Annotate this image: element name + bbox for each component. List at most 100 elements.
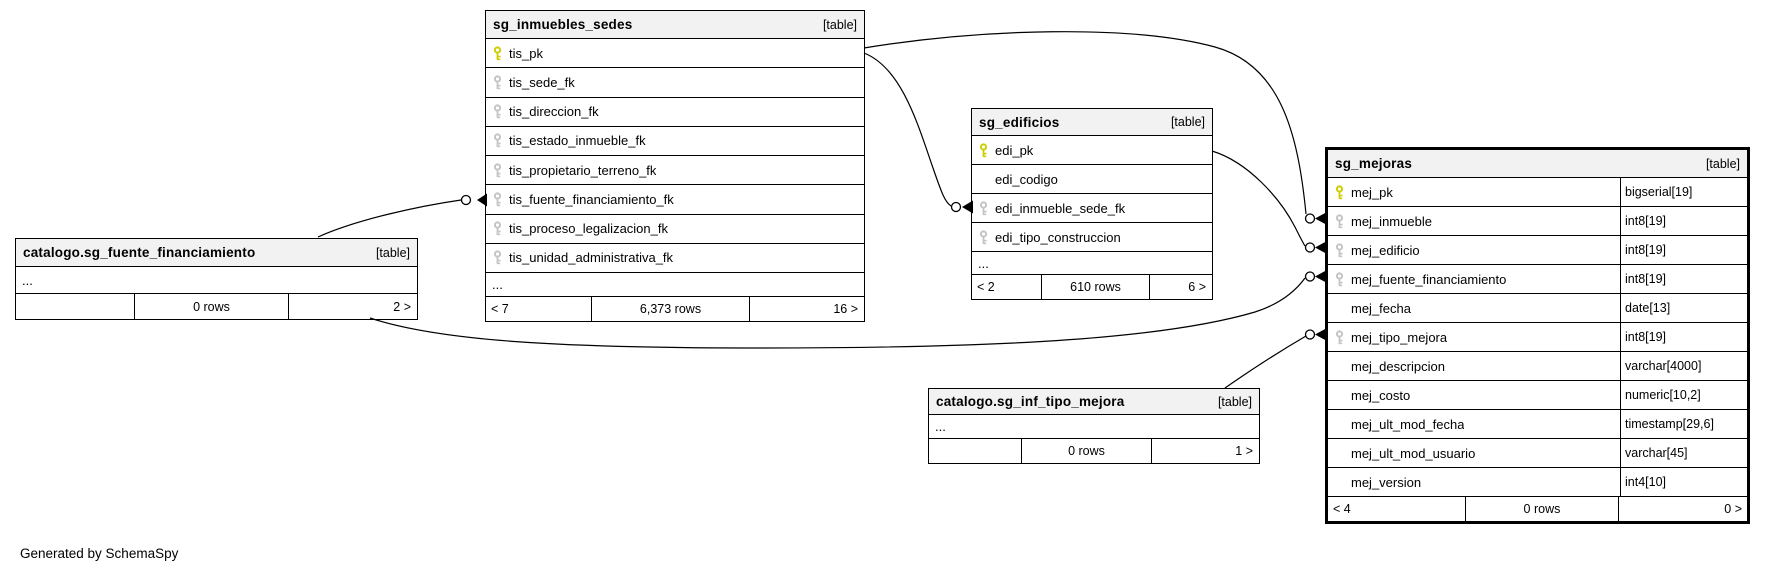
- foreign-key-icon: [492, 104, 509, 119]
- column-name: tis_unidad_administrativa_fk: [509, 250, 674, 266]
- table-type-badge: [table]: [1170, 115, 1205, 129]
- column-type: numeric[10,2]: [1620, 381, 1747, 409]
- column-row: tis_propietario_terreno_fk: [486, 156, 864, 186]
- foreign-key-icon: [492, 221, 509, 236]
- zero-circle-connector: [950, 201, 962, 213]
- footer-paging-right: 6 >: [1149, 275, 1211, 299]
- primary-key-icon: [492, 46, 509, 61]
- column-row: tis_proceso_legalizacion_fk: [486, 215, 864, 244]
- column-row: tis_pk: [486, 39, 864, 69]
- column-name: edi_tipo_construccion: [995, 229, 1121, 245]
- foreign-key-icon: [492, 75, 509, 90]
- column-name: mej_version: [1351, 474, 1422, 490]
- footer-paging-right: 16 >: [749, 297, 863, 321]
- ellipsis-row: ...: [929, 415, 1259, 439]
- ellipsis-row: ...: [972, 252, 1212, 275]
- footer-paging-right: 1 >: [1151, 439, 1258, 463]
- relationship-line: [1224, 335, 1307, 389]
- column-name: tis_pk: [509, 45, 543, 61]
- column-name: tis_propietario_terreno_fk: [509, 162, 657, 178]
- table-header: sg_inmuebles_sedes [table]: [486, 11, 864, 39]
- column-type: int4[10]: [1620, 468, 1747, 496]
- table-title[interactable]: catalogo.sg_inf_tipo_mejora: [936, 394, 1125, 409]
- row-count: 0 rows: [134, 294, 288, 319]
- table-title[interactable]: sg_inmuebles_sedes: [493, 17, 633, 32]
- table-type-badge: [table]: [1217, 394, 1252, 409]
- column-name: mej_descripcion: [1351, 358, 1445, 374]
- column-row: edi_pk: [972, 136, 1212, 165]
- column-type: int8[19]: [1620, 207, 1747, 235]
- foreign-key-icon: [1334, 329, 1351, 345]
- foreign-key-icon: [978, 200, 995, 216]
- column-name: mej_ult_mod_usuario: [1351, 445, 1476, 461]
- table-title[interactable]: sg_mejoras: [1335, 156, 1413, 171]
- column-name: mej_edificio: [1351, 242, 1420, 258]
- table-type-badge: [table]: [375, 245, 410, 260]
- column-name: mej_ult_mod_fecha: [1351, 416, 1465, 432]
- row-count: 0 rows: [1465, 497, 1618, 521]
- relationship-line: [863, 52, 952, 207]
- zero-circle-connector: [1304, 213, 1316, 224]
- column-type: varchar[4000]: [1620, 352, 1747, 380]
- column-row: mej_version int4[10]: [1328, 468, 1747, 497]
- footer-paging-left: < 2: [977, 280, 995, 294]
- table-catalogo.sg_inf_tipo_mejora[interactable]: catalogo.sg_inf_tipo_mejora [table]...0 r…: [928, 388, 1260, 464]
- column-row: mej_costo numeric[10,2]: [1328, 381, 1747, 410]
- column-name: edi_inmueble_sede_fk: [995, 200, 1126, 216]
- row-count: 0 rows: [1021, 439, 1151, 463]
- column-row: tis_unidad_administrativa_fk: [486, 244, 864, 273]
- table-header: catalogo.sg_fuente_financiamiento [table]: [16, 239, 417, 267]
- column-name: tis_estado_inmueble_fk: [509, 133, 646, 149]
- table-header: catalogo.sg_inf_tipo_mejora [table]: [929, 389, 1259, 415]
- ellipsis-row: ...: [16, 267, 417, 294]
- column-row: tis_direccion_fk: [486, 98, 864, 127]
- table-title[interactable]: catalogo.sg_fuente_financiamiento: [23, 245, 256, 260]
- primary-key-icon: [978, 142, 995, 158]
- column-row: mej_fuente_financiamiento int8[19]: [1328, 265, 1747, 294]
- zero-circle-connector: [1304, 271, 1316, 282]
- footer-paging-left: [929, 439, 1021, 463]
- column-row: mej_descripcion varchar[4000]: [1328, 352, 1747, 381]
- table-header: sg_mejoras [table]: [1328, 150, 1747, 178]
- foreign-key-icon: [492, 192, 509, 207]
- column-type: int8[19]: [1620, 323, 1747, 351]
- foreign-key-icon: [492, 163, 509, 178]
- column-row: tis_estado_inmueble_fk: [486, 127, 864, 156]
- column-name: tis_direccion_fk: [509, 104, 599, 120]
- ellipsis-row: ...: [486, 273, 864, 297]
- column-name: mej_fuente_financiamiento: [1351, 271, 1507, 287]
- relationship-line: [317, 199, 462, 238]
- column-name: mej_inmueble: [1351, 213, 1432, 229]
- column-name: edi_pk: [995, 142, 1034, 158]
- column-row: mej_edificio int8[19]: [1328, 236, 1747, 265]
- generator-note: Generated by SchemaSpy: [20, 546, 179, 561]
- column-row: tis_fuente_financiamiento_fk: [486, 185, 864, 215]
- row-count: 610 rows: [1041, 275, 1149, 299]
- column-type: int8[19]: [1620, 236, 1747, 264]
- column-name: mej_fecha: [1351, 300, 1411, 316]
- footer-paging-right: 0 >: [1617, 497, 1747, 521]
- table-type-badge: [table]: [1705, 156, 1740, 171]
- zero-circle-connector: [460, 194, 472, 206]
- column-name: mej_costo: [1351, 387, 1411, 403]
- column-row: edi_codigo: [972, 165, 1212, 194]
- column-row: edi_tipo_construccion: [972, 223, 1212, 252]
- table-type-badge: [table]: [822, 17, 857, 32]
- table-catalogo.sg_fuente_financiamiento[interactable]: catalogo.sg_fuente_financiamiento [table]…: [15, 238, 418, 320]
- column-type: int8[19]: [1620, 265, 1747, 293]
- table-title[interactable]: sg_edificios: [979, 114, 1060, 130]
- row-count: 6,373 rows: [591, 297, 749, 321]
- foreign-key-icon: [978, 229, 995, 245]
- table-sg_edificios[interactable]: sg_edificios [table] edi_pk edi_codigo edi_i…: [971, 108, 1213, 300]
- relationship-line: [1211, 150, 1306, 247]
